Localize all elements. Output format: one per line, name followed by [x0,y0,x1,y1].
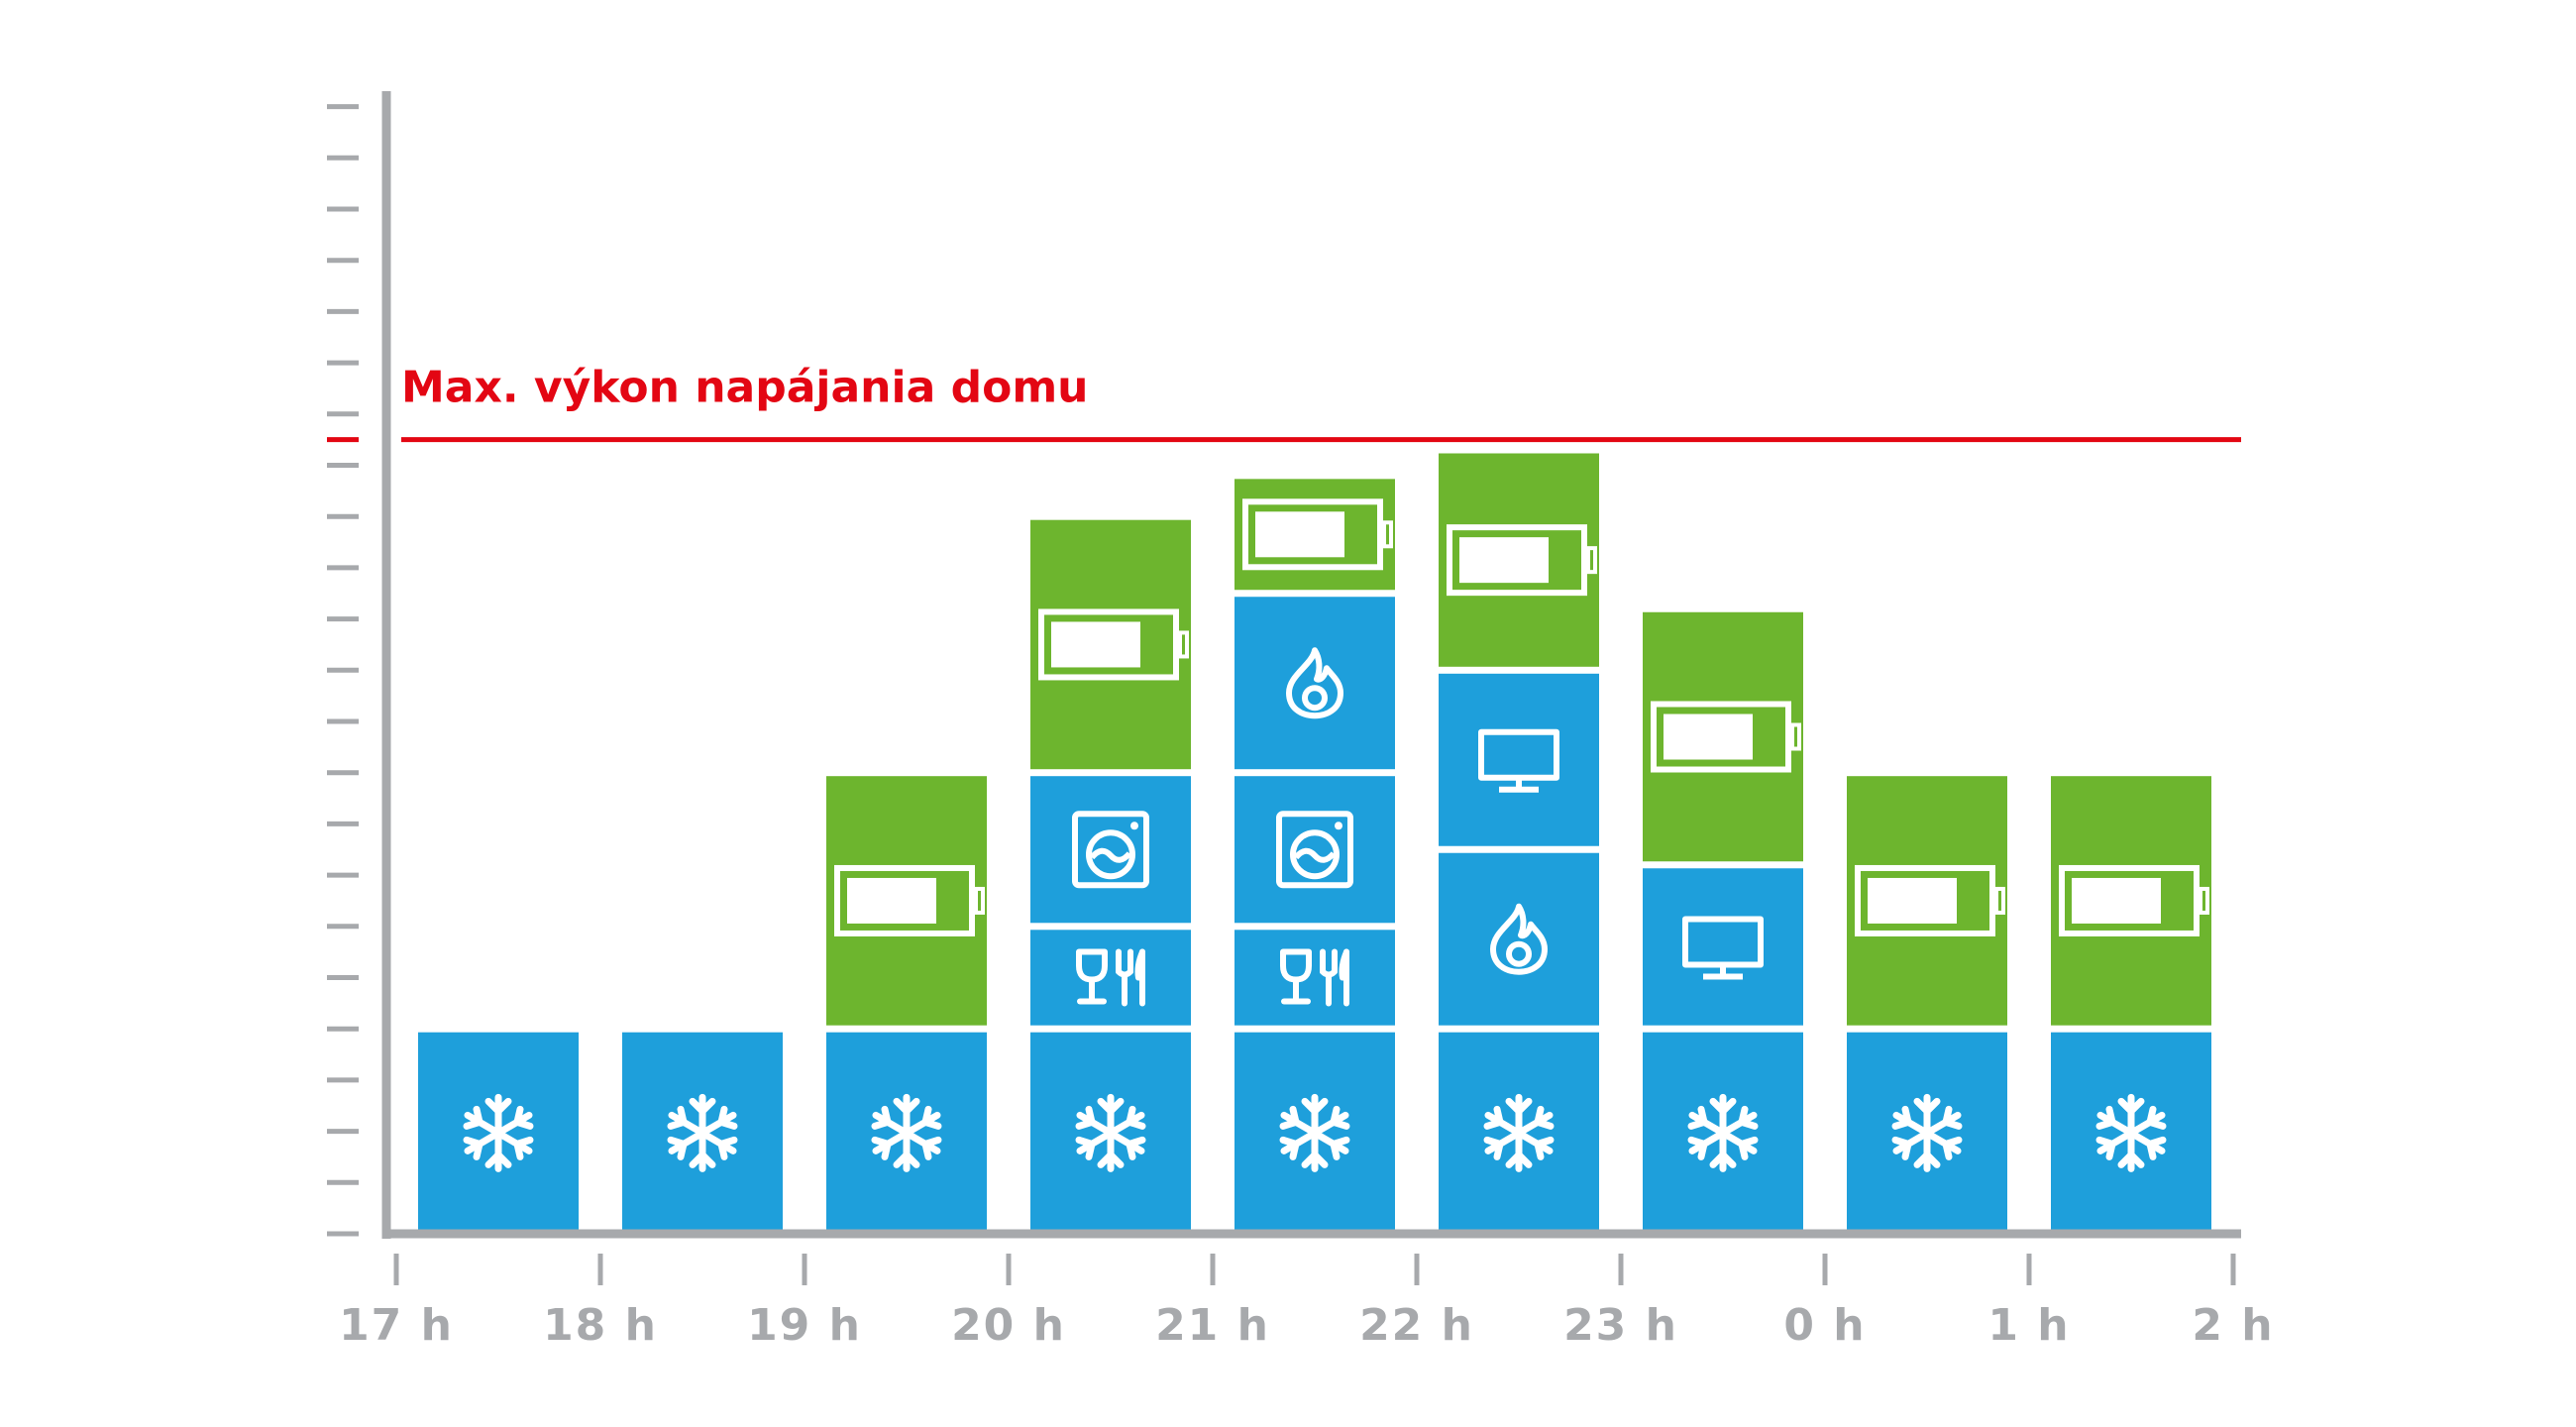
bar-segment-appliance [1847,1032,2007,1234]
bar-rect [1439,852,1599,1026]
x-tick-label: 23 h [1563,1300,1678,1351]
x-tick-label: 0 h [1783,1300,1866,1351]
x-tick-label: 19 h [747,1300,862,1351]
bar-rect [1234,776,1395,924]
bar-rect [1030,776,1191,924]
x-tick-label: 17 h [339,1300,454,1351]
bar-segment-battery [1847,776,2007,1026]
bar-rect [1030,930,1191,1026]
y-axis-ticks [327,104,359,1237]
bar-segment-battery [1643,611,1803,862]
bar-segment-appliance [1643,868,1803,1026]
bar-segment-appliance [1030,1032,1191,1234]
bar-segment-appliance [1643,1032,1803,1234]
bar-segment-appliance [826,1032,987,1234]
bar-segment-battery [1030,519,1191,770]
bar-segment-battery [2051,776,2211,1026]
bar-segment-appliance [1439,852,1599,1026]
bar-segment-appliance [1234,1032,1395,1234]
x-tick-label: 21 h [1155,1300,1270,1351]
x-tick-label: 1 h [1987,1300,2070,1351]
bar-segment-appliance [1439,1032,1599,1234]
x-tick-label: 22 h [1359,1300,1474,1351]
bar-segment-appliance [1234,597,1395,770]
bar-rect [1643,868,1803,1026]
x-tick-label: 18 h [543,1300,658,1351]
bar-segment-appliance [1234,776,1395,924]
x-tick-label: 20 h [951,1300,1066,1351]
bar-segment-appliance [1030,930,1191,1026]
bar-segment-appliance [1234,930,1395,1026]
axes [381,91,2241,1239]
bar-segment-appliance [1030,776,1191,924]
bar-rect [1234,597,1395,770]
max-power-marker: Max. výkon napájania domu [327,363,2241,443]
bar-segment-battery [1439,453,1599,667]
bar-segment-appliance [622,1032,783,1234]
bar-segment-appliance [1439,673,1599,846]
max-power-label: Max. výkon napájania domu [401,363,1089,413]
bar-segment-appliance [418,1032,579,1234]
bar-segment-appliance [2051,1032,2211,1234]
bar-segment-battery [826,776,987,1026]
x-tick-label: 2 h [2192,1300,2274,1351]
bar-segment-battery [1234,479,1395,591]
x-axis-ticks: 17 h 18 h 19 h 20 h 21 h 22 h 23 h 0 h 1 h 2 h [339,1254,2274,1351]
bar-rect [1234,930,1395,1026]
bars [418,453,2211,1234]
bar-rect [1439,673,1599,846]
